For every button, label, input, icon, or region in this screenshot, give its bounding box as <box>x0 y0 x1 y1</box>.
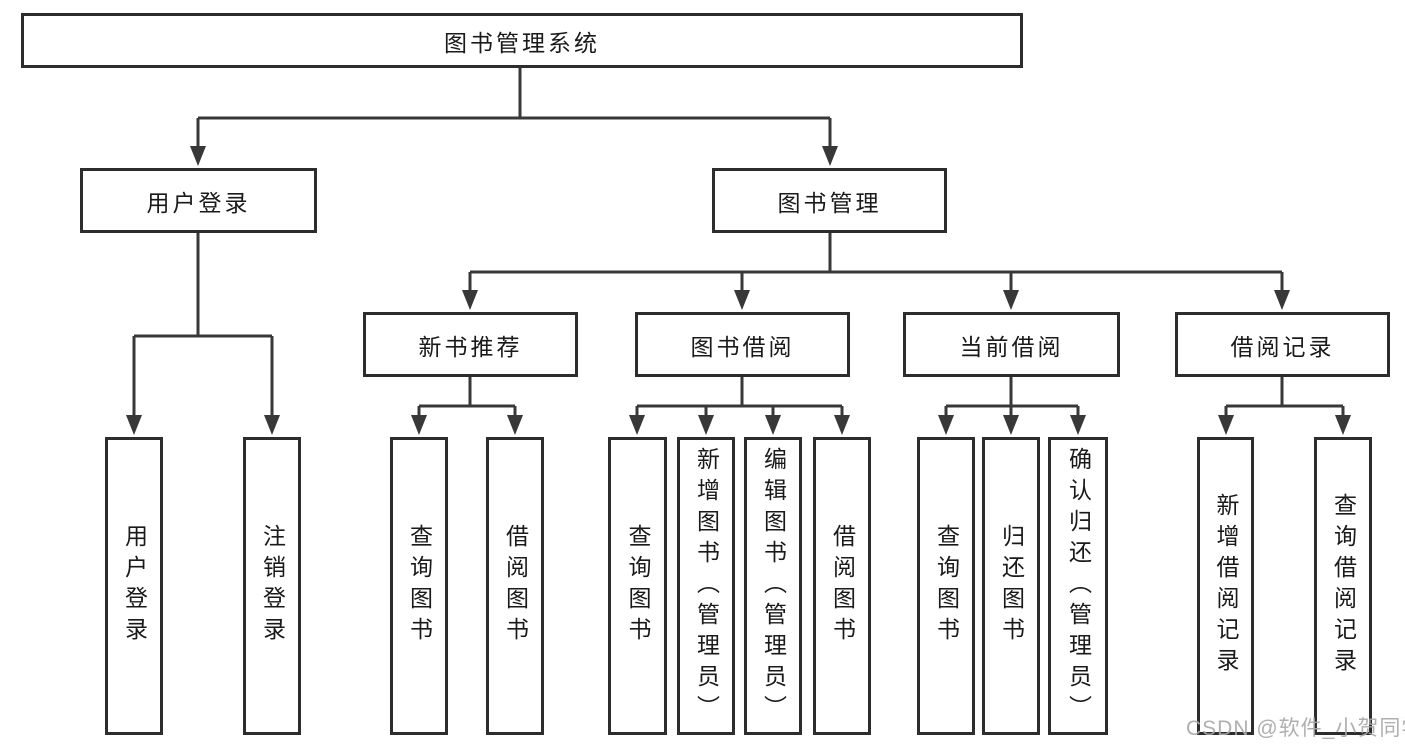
leaf-logout: 注销登录 <box>243 437 301 735</box>
leaf-record-add-label: 新增借阅记录 <box>1213 493 1239 679</box>
leaf-newbook-borrow-label: 借阅图书 <box>502 524 529 648</box>
leaf-borrow-borrow-book: 借阅图书 <box>813 437 871 735</box>
leaf-current-return-book-label: 归还图书 <box>998 524 1025 648</box>
node-library-system-label: 图书管理系统 <box>444 29 600 56</box>
node-book-borrow-label: 图书借阅 <box>690 333 795 360</box>
leaf-current-query-book: 查询图书 <box>917 437 975 735</box>
leaf-borrow-edit-book-admin-label: 编辑图书（管理员） <box>760 446 787 726</box>
leaf-logout-label: 注销登录 <box>259 524 286 648</box>
leaf-current-return-book: 归还图书 <box>982 437 1040 735</box>
arrowheads <box>126 146 1351 435</box>
node-book-management-label: 图书管理 <box>777 189 882 216</box>
node-book-borrow: 图书借阅 <box>635 312 850 377</box>
leaf-borrow-edit-book-admin: 编辑图书（管理员） <box>744 437 802 735</box>
leaf-user-login: 用户登录 <box>105 437 163 735</box>
leaf-borrow-borrow-book-label: 借阅图书 <box>829 524 856 648</box>
leaf-record-query-label: 查询借阅记录 <box>1330 493 1357 679</box>
leaf-newbook-borrow: 借阅图书 <box>486 437 544 735</box>
csdn-watermark: CSDN @软件_小贺同学 <box>1186 717 1405 740</box>
leaf-current-confirm-return-admin-label: 确认归还（管理员） <box>1065 446 1092 726</box>
node-new-book-recommend: 新书推荐 <box>363 312 578 377</box>
node-new-book-recommend-label: 新书推荐 <box>418 333 523 360</box>
leaf-current-confirm-return-admin: 确认归还（管理员） <box>1048 437 1108 735</box>
leaf-borrow-query-book: 查询图书 <box>608 437 667 735</box>
leaf-newbook-query-label: 查询图书 <box>406 524 433 648</box>
leaf-borrow-query-book-label: 查询图书 <box>625 524 651 648</box>
leaf-current-query-book-label: 查询图书 <box>933 524 960 648</box>
leaf-borrow-add-book-admin-label: 新增图书（管理员） <box>693 446 720 726</box>
leaf-newbook-query: 查询图书 <box>390 437 448 735</box>
node-current-borrow-label: 当前借阅 <box>959 333 1064 360</box>
node-user-login: 用户登录 <box>80 168 317 233</box>
leaf-record-add: 新增借阅记录 <box>1197 437 1254 735</box>
node-user-login-label: 用户登录 <box>146 189 251 216</box>
node-library-system: 图书管理系统 <box>21 13 1023 68</box>
node-borrow-records: 借阅记录 <box>1175 312 1390 377</box>
leaf-borrow-add-book-admin: 新增图书（管理员） <box>677 437 735 735</box>
node-book-management: 图书管理 <box>712 168 947 233</box>
leaf-record-query: 查询借阅记录 <box>1314 437 1372 735</box>
node-current-borrow: 当前借阅 <box>903 312 1120 377</box>
leaf-user-login-label: 用户登录 <box>121 524 148 648</box>
node-borrow-records-label: 借阅记录 <box>1230 333 1335 360</box>
